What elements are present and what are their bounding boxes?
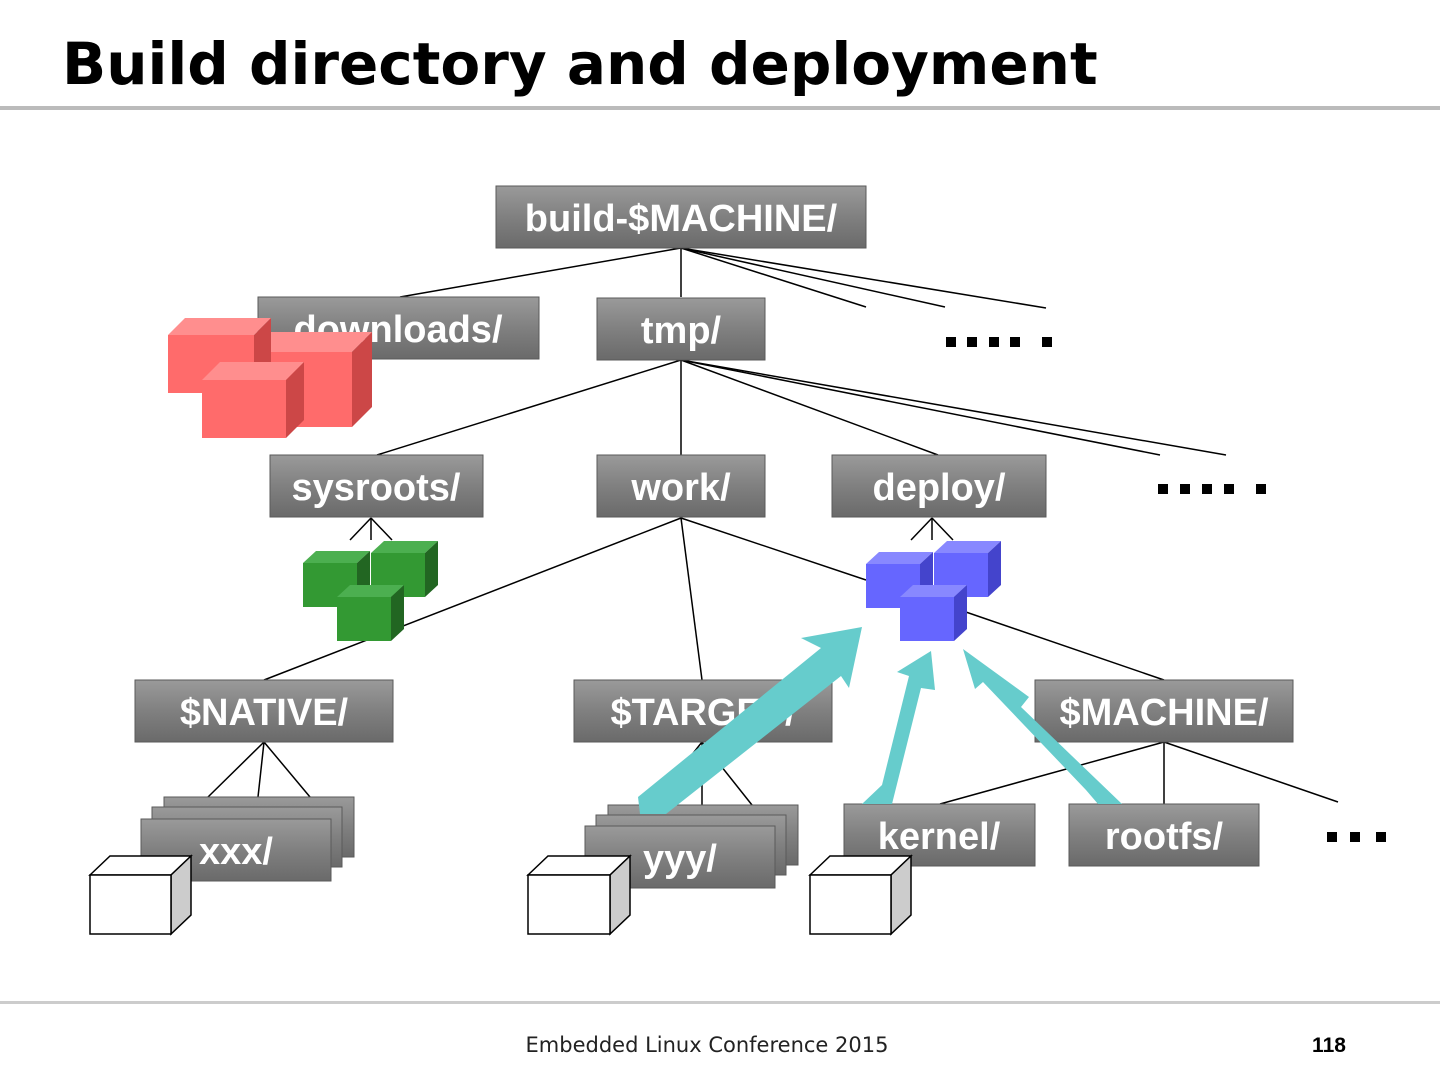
node-sysroots-label: sysroots/ [292,467,461,509]
node-native: $NATIVE/ [134,679,394,743]
page-number: 118 [1312,1034,1346,1057]
ellipsis-machine [1327,832,1386,842]
footer-text: Embedded Linux Conference 2015 [526,1033,889,1057]
download-cubes-icon [168,318,372,438]
arrow-kernel-to-deploy [862,651,935,804]
node-yyy-label: yyy/ [643,838,717,880]
node-machine: $MACHINE/ [1034,679,1294,743]
node-machine-label: $MACHINE/ [1059,692,1268,734]
node-rootfs: rootfs/ [1068,803,1260,867]
node-build: build-$MACHINE/ [495,185,867,249]
footer-rule [0,1001,1440,1004]
node-tmp: tmp/ [596,297,766,361]
arrow-rootfs-to-deploy [963,649,1122,804]
node-deploy: deploy/ [831,454,1047,518]
node-xxx-label: xxx/ [199,831,273,873]
title-rule [0,106,1440,110]
connector-lines [207,247,1339,806]
node-kernel-label: kernel/ [878,816,1001,858]
xxx-package-icon [88,854,193,936]
sysroot-cubes-icon [303,541,438,641]
node-build-label: build-$MACHINE/ [525,198,838,240]
deploy-arrows [638,627,1122,814]
deploy-cubes-icon [866,541,1001,641]
ellipsis-build [946,337,1052,347]
node-work: work/ [596,454,766,518]
yyy-package-icon [526,854,632,936]
node-deploy-label: deploy/ [872,467,1005,509]
node-native-label: $NATIVE/ [180,692,349,734]
ellipsis-tmp [1158,484,1266,494]
node-work-label: work/ [630,467,731,509]
arrow-yyy-to-deploy [638,627,862,814]
node-tmp-label: tmp/ [641,310,722,352]
kernel-package-icon [808,854,913,936]
node-kernel: kernel/ [843,803,1036,867]
slide-title: Build directory and deployment [62,30,1098,98]
node-rootfs-label: rootfs/ [1105,816,1224,858]
node-sysroots: sysroots/ [269,454,484,518]
node-downloads: downloads/ [257,296,540,360]
